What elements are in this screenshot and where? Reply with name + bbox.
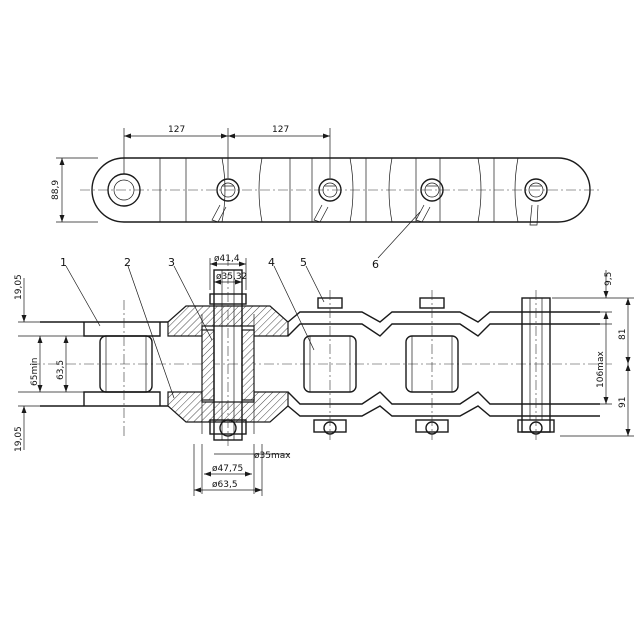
pitch-1-label: 127 [168, 125, 185, 135]
top-left-offset-label: 19,05 [14, 274, 24, 300]
bottom-left-offset-label: 19,05 [14, 426, 24, 452]
callout-1: 1 [60, 256, 67, 269]
inner-min-label: 65min [30, 358, 40, 386]
pin-3-icon [415, 178, 444, 223]
callout-5: 5 [300, 256, 307, 269]
callout-6: 6 [372, 258, 379, 271]
roller-dia-label: ø63,5 [212, 480, 238, 490]
pitch-2-label: 127 [272, 125, 289, 135]
callout-2: 2 [124, 256, 131, 269]
right-top-label: 9,5 [604, 272, 614, 286]
pin-1-icon [211, 178, 240, 223]
side-section-view: 19,05 19,05 65min 63,5 ø41,4 ø35,32 ø35m… [14, 254, 634, 496]
pin-head-label: ø41,4 [214, 254, 240, 264]
right-max-label: 106max [596, 351, 606, 388]
callout-labels: 1 2 3 4 5 6 [60, 256, 379, 271]
pin-dia-label: ø35,32 [216, 272, 247, 282]
plate-height-label: 88,9 [51, 180, 61, 200]
callout-3: 3 [168, 256, 175, 269]
pin-2-icon [313, 178, 342, 223]
bush-dia-label: ø47,75 [212, 464, 243, 474]
top-plate-view: 127 127 88,9 [51, 125, 600, 259]
roller-1 [99, 335, 153, 393]
right-upper-label: 81 [618, 329, 628, 340]
roller-span-label: 63,5 [56, 360, 66, 380]
callout-4: 4 [268, 256, 275, 269]
bush-max-label: ø35max [254, 451, 291, 461]
right-lower-label: 91 [618, 397, 628, 408]
